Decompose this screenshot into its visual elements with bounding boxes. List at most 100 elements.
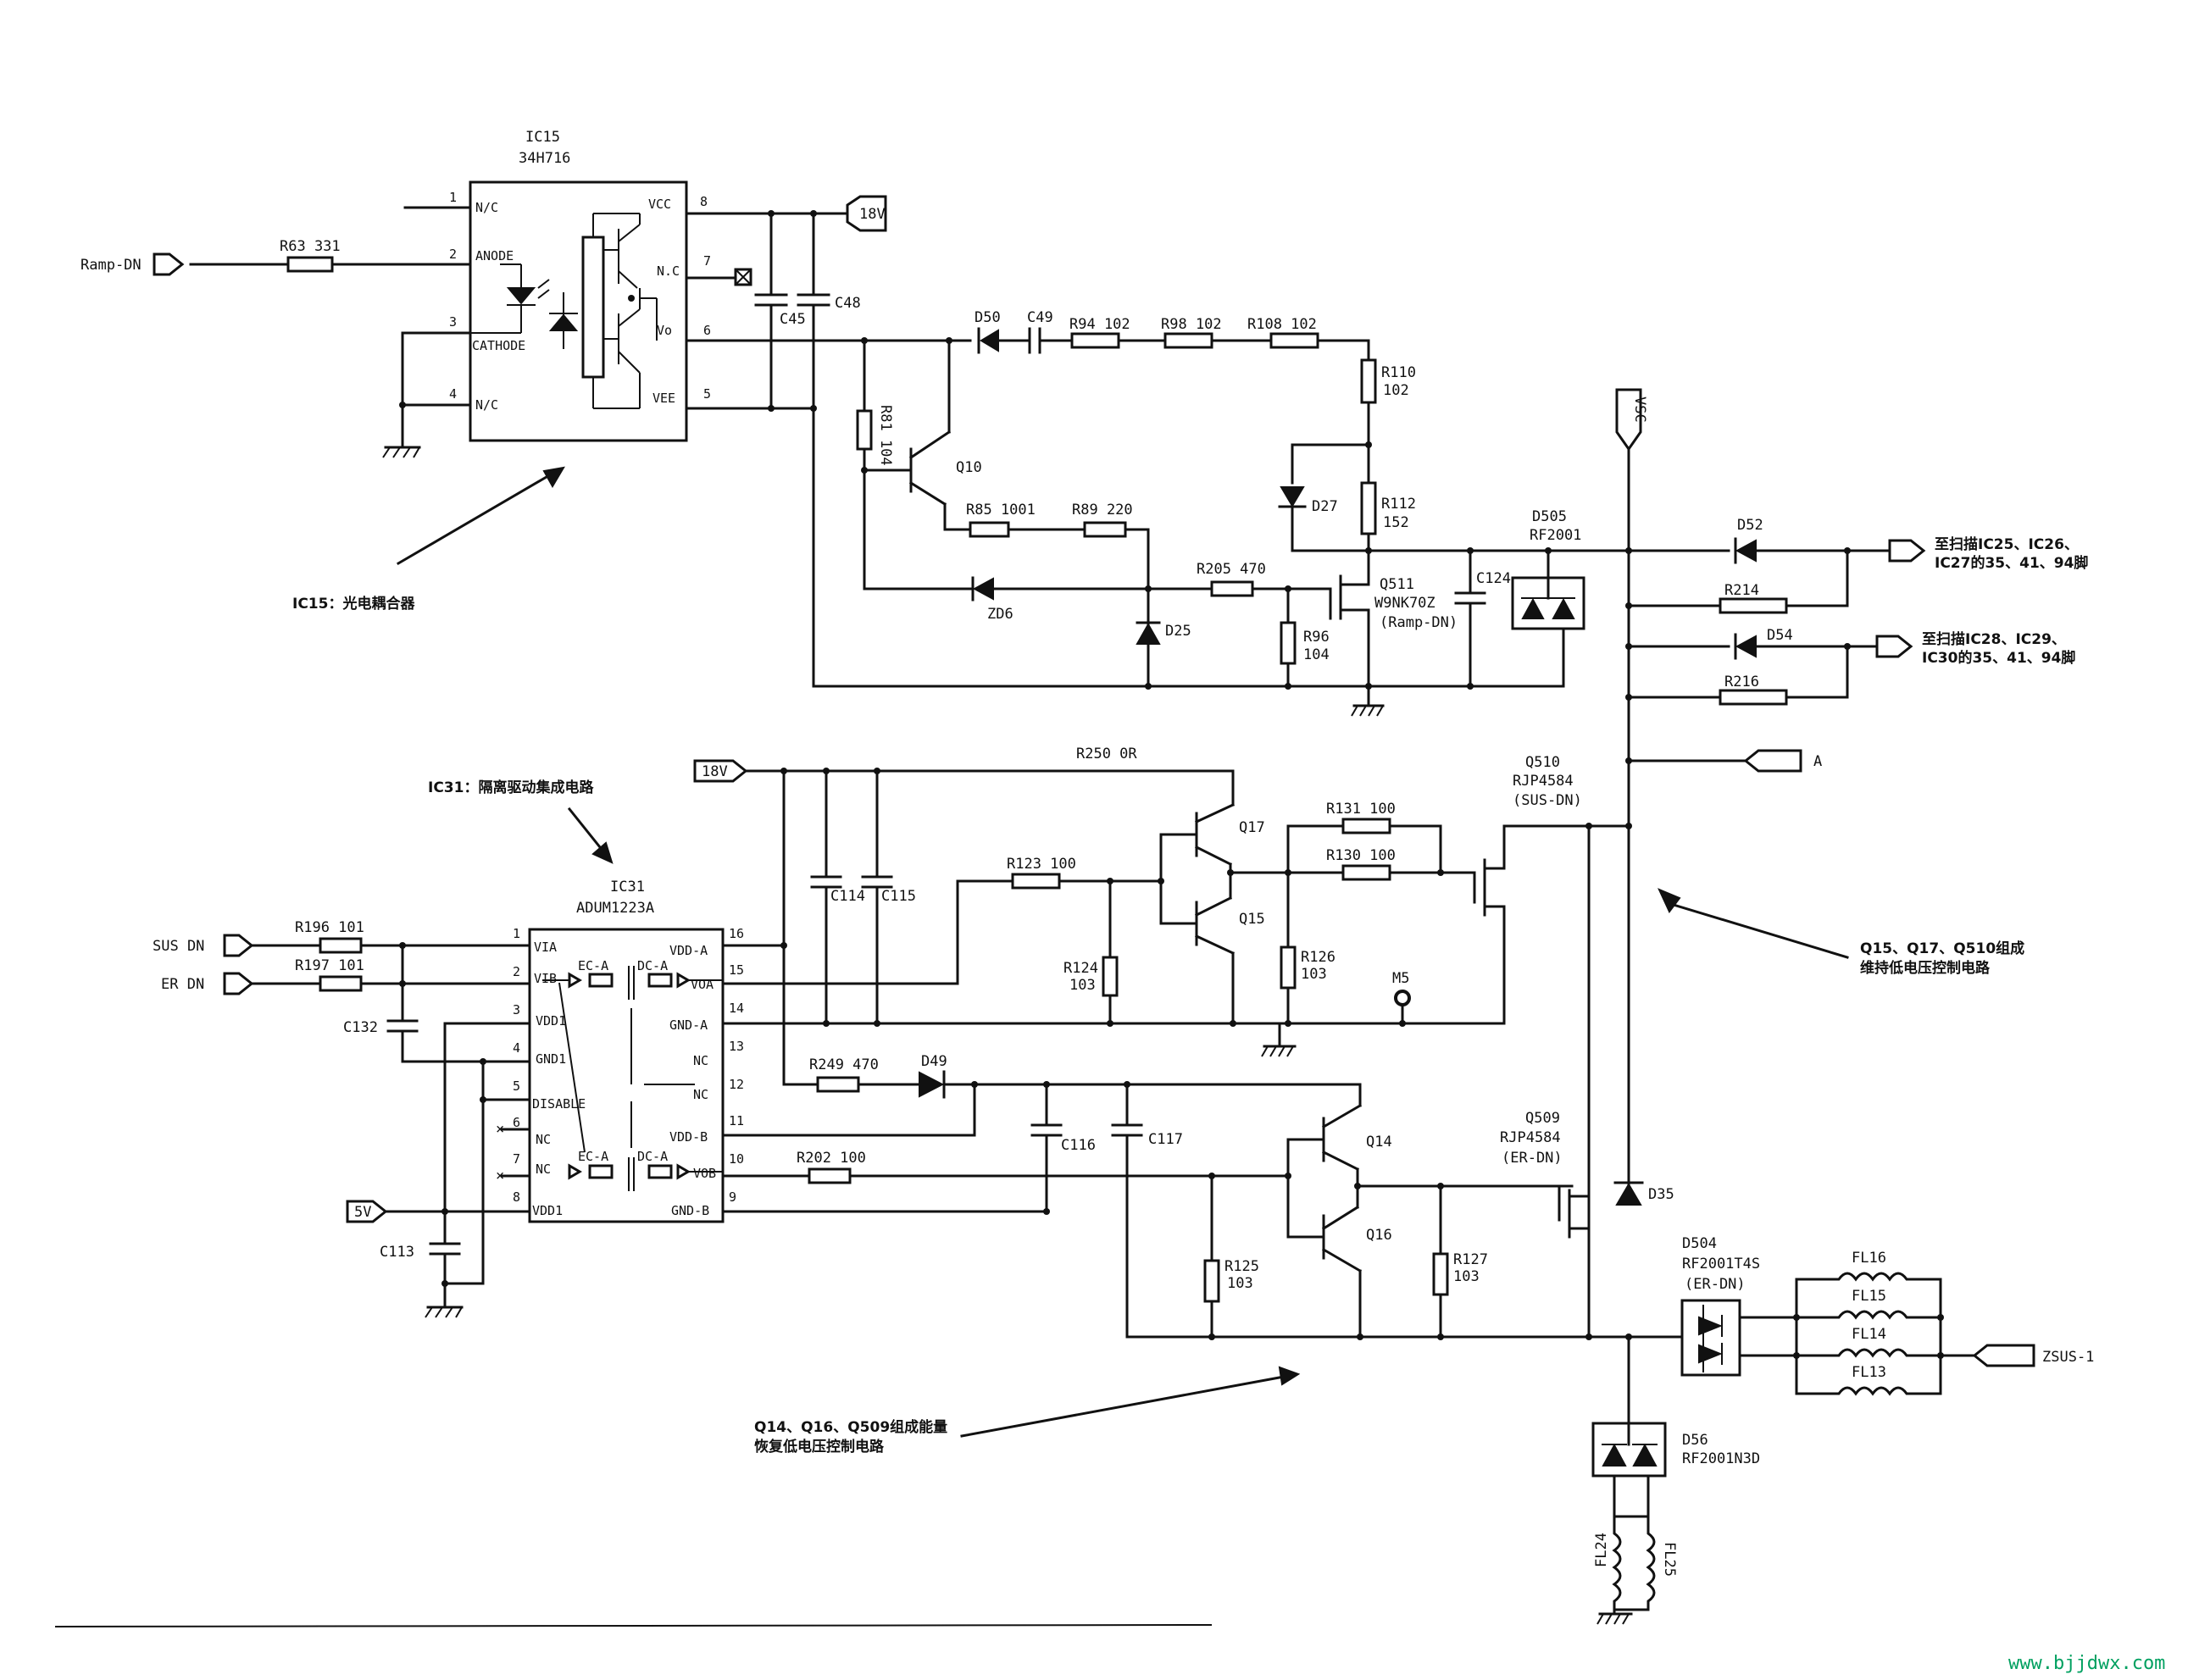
ic31-part: ADUM1223A — [576, 900, 654, 917]
scan2-line1: 至扫描IC28、IC29、 — [1922, 630, 2066, 648]
ic31-name-vddb: VDD-B — [669, 1129, 708, 1145]
d50-label: D50 — [975, 309, 1001, 326]
r96-label: R96 — [1303, 629, 1330, 646]
r130-label: R130 100 — [1326, 847, 1396, 864]
c113-label: C113 — [380, 1244, 414, 1261]
sus-ctrl-line2: 维持低电压控制电路 — [1860, 959, 1991, 977]
v18-mid-label: 18V — [702, 763, 728, 780]
ic31-pin4: 4 — [513, 1040, 520, 1056]
ic31-pin6: 6 — [513, 1115, 520, 1130]
r131-label: R131 100 — [1326, 801, 1396, 818]
ic15-pin-name-vo: Vo — [657, 323, 672, 338]
d35-label: D35 — [1648, 1186, 1674, 1203]
d25-label: D25 — [1165, 623, 1191, 640]
r202-label: R202 100 — [797, 1150, 866, 1167]
ic15-pin8: 8 — [700, 194, 708, 209]
r214-label: R214 — [1724, 582, 1759, 599]
r98-label: R98 102 — [1161, 316, 1222, 333]
c115-label: C115 — [881, 888, 916, 905]
er-ctrl-line1: Q14、Q16、Q509组成能量 — [754, 1418, 947, 1436]
ground-ic15 — [382, 446, 421, 458]
ic31-name-vdda: VDD-A — [669, 943, 708, 958]
zsus-label: ZSUS-1 — [2042, 1349, 2094, 1366]
q14-label: Q14 — [1366, 1134, 1392, 1150]
ic31-block-eca-2: EC-A — [578, 1149, 608, 1164]
scan1-line2: IC27的35、41、94脚 — [1935, 554, 2088, 572]
a-port-label: A — [1813, 753, 1822, 770]
ic31-isolated-driver: IC31 ADUM1223A 1 2 3 4 5 6 7 8 VIA VIB V… — [513, 879, 744, 1223]
r124-value: 103 — [1069, 977, 1096, 994]
ic31-pin8: 8 — [513, 1189, 520, 1205]
vsc-label: VSC — [1631, 396, 1648, 423]
fl-bank — [1795, 1272, 1942, 1396]
d49-label: D49 — [921, 1053, 947, 1070]
r126-value: 103 — [1301, 966, 1327, 983]
ramp-dn-label: Ramp-DN — [81, 257, 142, 274]
ic15-ref: IC15 — [525, 129, 560, 146]
ic31-name-nc12: NC — [693, 1087, 708, 1102]
r124-label: R124 — [1063, 960, 1098, 977]
r123-label: R123 100 — [1007, 856, 1076, 873]
pin7-nc-mark: × — [496, 1167, 504, 1184]
d27-label: D27 — [1312, 498, 1338, 515]
ic31-pin14: 14 — [729, 1001, 744, 1016]
ic31-name-gnd1: GND1 — [536, 1051, 566, 1067]
c117-label: C117 — [1148, 1131, 1183, 1148]
ic15-pin-name-nc2: N/C — [475, 397, 498, 413]
q511-function: (Ramp-DN) — [1380, 614, 1458, 631]
ic15-pin1: 1 — [449, 190, 457, 205]
r112-value: 152 — [1383, 514, 1409, 531]
ic31-name-nc7: NC — [536, 1162, 551, 1177]
c124-label: C124 — [1476, 570, 1511, 587]
q510-part: RJP4584 — [1513, 773, 1574, 790]
r96-value: 104 — [1303, 646, 1330, 663]
r63-label: R63 331 — [280, 238, 341, 255]
q509-function: (ER-DN) — [1502, 1150, 1563, 1167]
q511-part: W9NK70Z — [1374, 595, 1435, 612]
ic31-pin10: 10 — [729, 1151, 744, 1167]
pin6-nc-mark: × — [496, 1121, 504, 1138]
d52-label: D52 — [1737, 517, 1763, 534]
ic15-pin-name-nc1: N/C — [475, 200, 498, 215]
v18-top-label: 18V — [859, 206, 886, 223]
q510-function: (SUS-DN) — [1513, 792, 1582, 809]
q17-label: Q17 — [1239, 819, 1265, 836]
r127-value: 103 — [1453, 1268, 1480, 1285]
q10-label: Q10 — [956, 459, 982, 476]
ic15-optocoupler: IC15 34H716 1 2 3 4 N/C ANODE CATHODE N/… — [189, 129, 934, 442]
ic31-block-dca-2: DC-A — [637, 1149, 668, 1164]
d56-label: D56 — [1682, 1432, 1708, 1449]
q510-label: Q510 — [1525, 754, 1560, 771]
ic31-pin15: 15 — [729, 962, 744, 978]
r196-label: R196 101 — [295, 919, 364, 936]
ic31-pin13: 13 — [729, 1039, 744, 1054]
ic15-pin5: 5 — [703, 386, 711, 402]
er-dn-label: ER DN — [161, 976, 204, 993]
d56-part: RF2001N3D — [1682, 1450, 1760, 1467]
ic31-name-vdd1: VDD1 — [536, 1013, 566, 1029]
ic15-part: 34H716 — [519, 150, 570, 167]
ic15-pin-name-cathode: CATHODE — [472, 338, 525, 353]
fl25-label: FL25 — [1661, 1542, 1678, 1577]
v5-label: 5V — [354, 1204, 371, 1221]
q16-label: Q16 — [1366, 1227, 1392, 1244]
ic31-name-vdd1b: VDD1 — [532, 1203, 563, 1218]
ic31-name-nc6: NC — [536, 1132, 551, 1147]
er-ctrl-line2: 恢复低电压控制电路 — [754, 1438, 885, 1455]
ic31-note: IC31：隔离驱动集成电路 — [428, 779, 594, 796]
ic15-pin-name-nc: N.C — [657, 263, 680, 279]
ic15-pin3: 3 — [449, 314, 457, 330]
q509-part: RJP4584 — [1500, 1129, 1561, 1146]
fl16-label: FL16 — [1852, 1250, 1886, 1267]
ic31-name-via: VIA — [534, 940, 557, 955]
fl13-label: FL13 — [1852, 1364, 1886, 1381]
d54-label: D54 — [1767, 627, 1793, 644]
zd6-label: ZD6 — [987, 606, 1013, 623]
d504-function: (ER-DN) — [1685, 1276, 1746, 1293]
fl15-label: FL15 — [1852, 1288, 1886, 1305]
d505-part: RF2001 — [1530, 527, 1581, 544]
d504-part: RF2001T4S — [1682, 1256, 1760, 1272]
ic15-note: IC15：光电耦合器 — [292, 595, 415, 613]
ic31-pin5: 5 — [513, 1078, 520, 1094]
